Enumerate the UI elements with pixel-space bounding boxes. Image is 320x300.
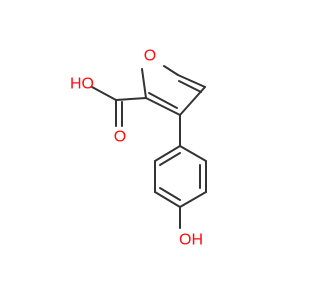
carboxyl-hydroxyl-label: HO	[70, 76, 94, 93]
bond-c2-cacid	[115, 97, 147, 101]
bond-c2-o1	[141, 68, 147, 99]
bond-ar6-ar1	[154, 145, 181, 162]
bond-ar4-ar5	[154, 191, 181, 208]
molecule-canvas: O HO O OH	[70, 47, 207, 249]
ring-oxygen-label: O	[144, 48, 156, 65]
bond-c4-c3	[179, 86, 206, 116]
molecule-structure: O HO O OH	[70, 48, 207, 249]
bond-ar1-ar2	[179, 145, 207, 162]
bond-ar6-ar1-inner	[159, 152, 181, 166]
bond-ar3-ar4	[179, 191, 207, 208]
bond-layer	[91, 65, 207, 229]
bond-o1-c5	[163, 65, 179, 76]
bond-ar4-ar5-inner	[159, 187, 181, 201]
carbonyl-oxygen-label: O	[114, 129, 126, 146]
bond-cacid-oh	[91, 86, 117, 101]
bond-c5-c4-inner	[178, 80, 202, 93]
bond-c5-c4	[177, 74, 206, 88]
phenol-hydroxyl-label: OH	[179, 232, 203, 249]
bond-c3-c2-inner	[148, 92, 178, 109]
bond-c3-c2	[145, 97, 181, 116]
